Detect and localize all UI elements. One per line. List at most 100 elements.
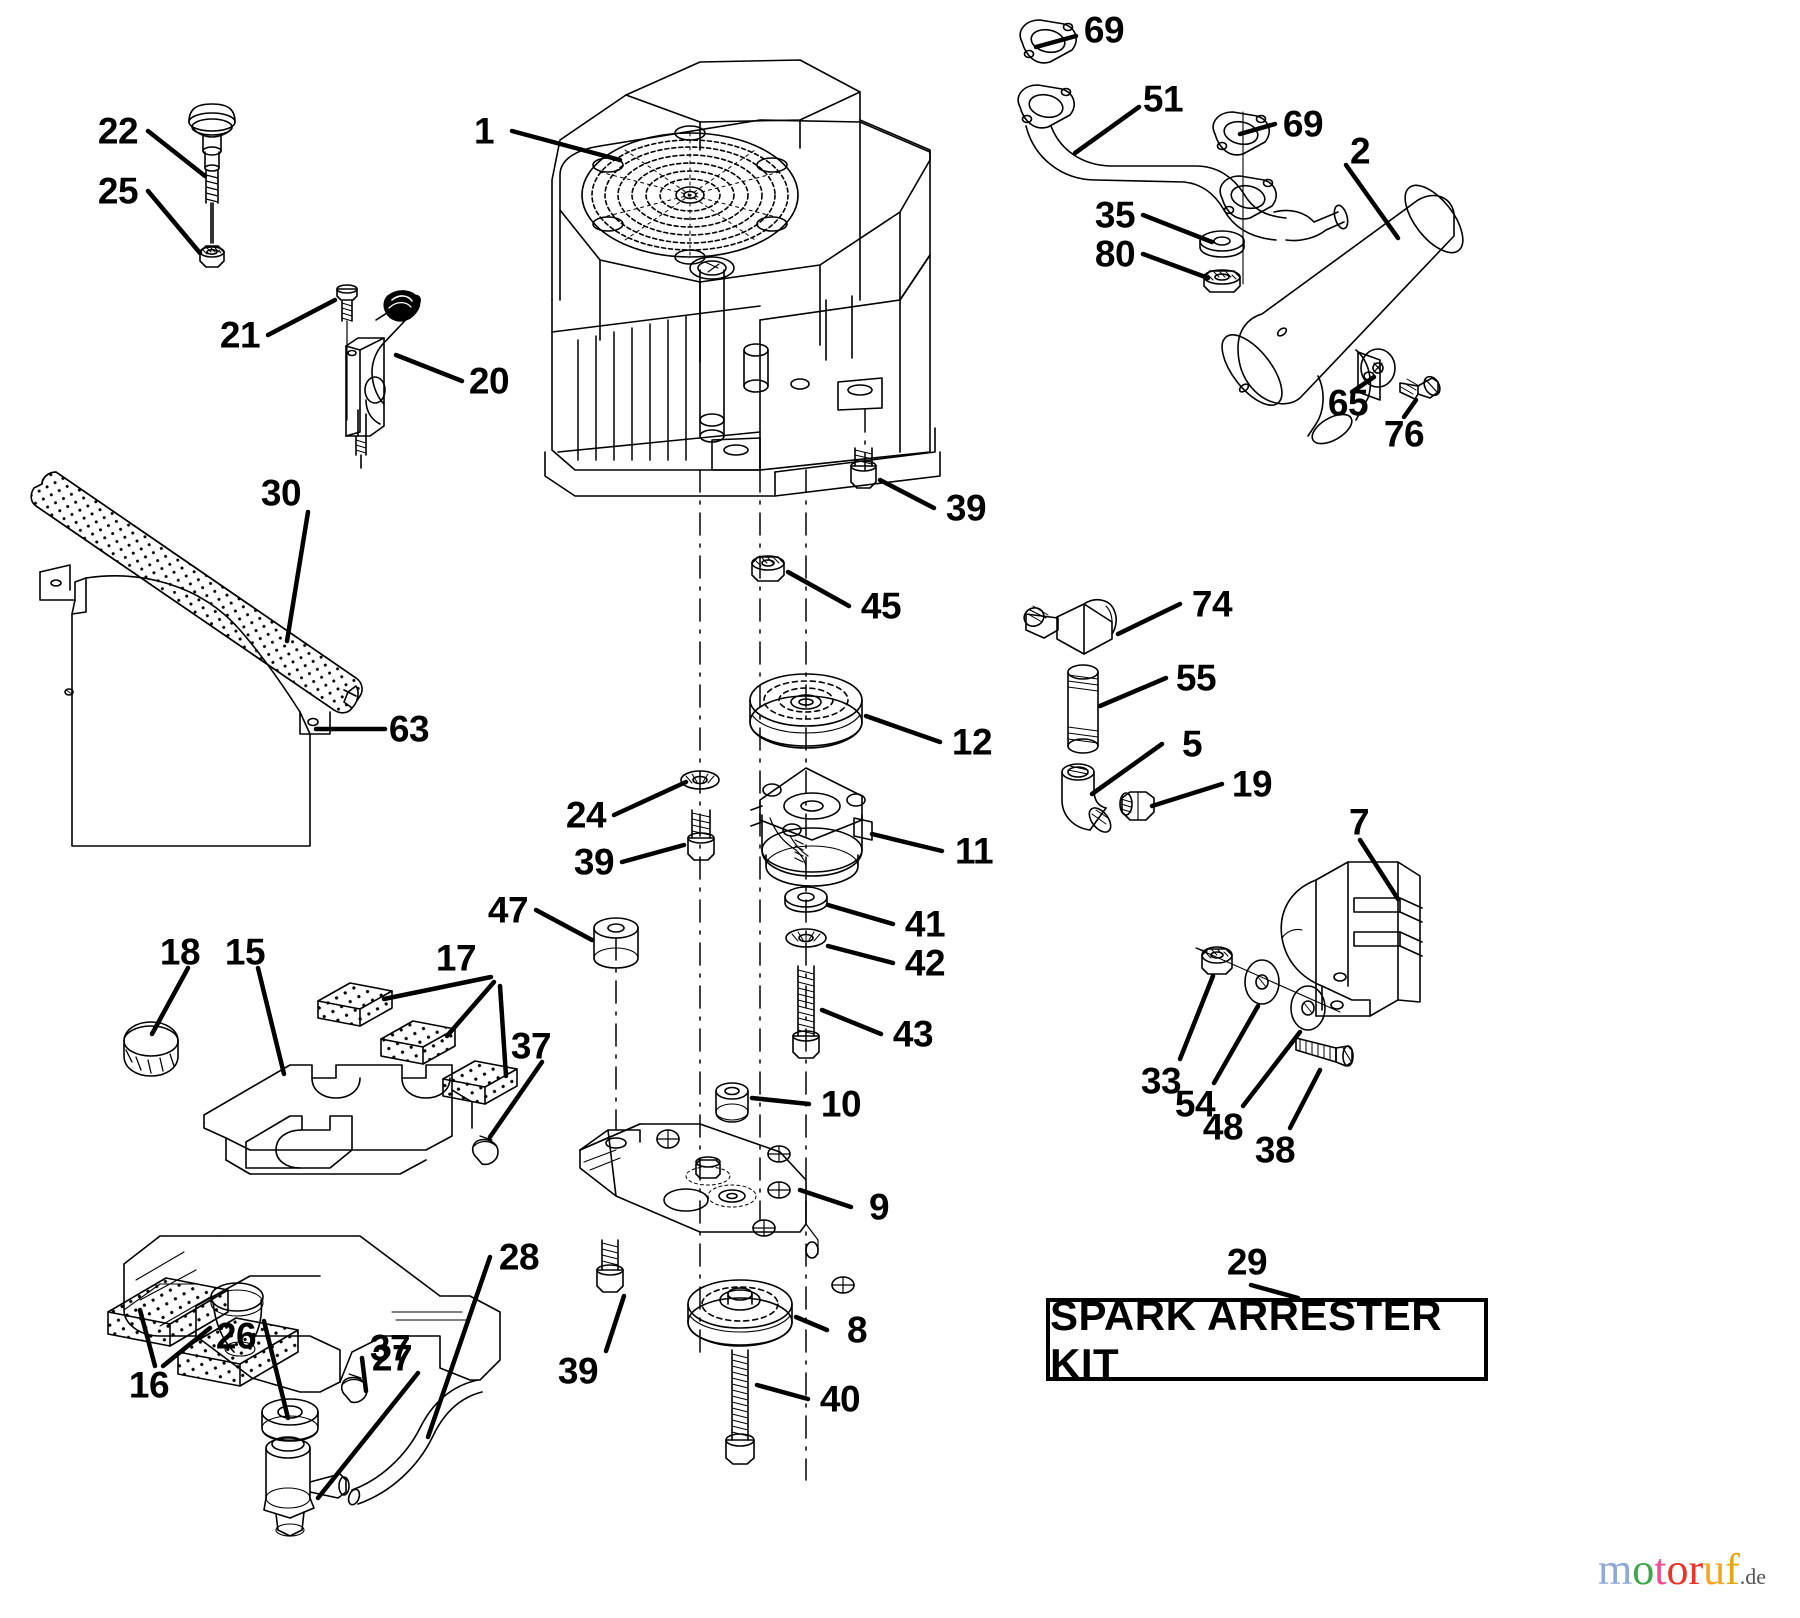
- leader-1: [509, 128, 623, 163]
- callout-33: 33: [1140, 1060, 1182, 1102]
- part-48-washer: [1290, 985, 1326, 1031]
- leader-69b: [1237, 121, 1278, 137]
- callout-38: 38: [1254, 1129, 1296, 1171]
- leader-80: [1140, 251, 1211, 281]
- part-69-gasket-right: [1212, 111, 1270, 156]
- callout-47: 47: [487, 889, 529, 931]
- leader-2: [1343, 162, 1401, 241]
- callout-48: 48: [1202, 1106, 1244, 1148]
- callout-69-right: 69: [1282, 103, 1324, 145]
- part-47-spacer: [593, 917, 639, 969]
- leader-47: [533, 907, 595, 943]
- iso-pad-1: [317, 982, 393, 1027]
- callout-69-upper: 69: [1083, 9, 1125, 51]
- leader-18: [149, 965, 191, 1037]
- leader-48: [1240, 1029, 1303, 1109]
- callout-39-upper: 39: [945, 487, 987, 529]
- screw-head-e: [831, 1276, 855, 1294]
- leader-43: [819, 1007, 884, 1037]
- part-22-choke-knob: [188, 103, 236, 244]
- callout-12: 12: [951, 721, 993, 763]
- part-39-bolt-upper: [850, 447, 877, 489]
- callout-41: 41: [904, 903, 946, 945]
- part-45-lock-nut: [751, 555, 785, 582]
- leader-39b: [619, 842, 687, 865]
- watermark-letter-m: m: [1598, 1545, 1633, 1594]
- leader-19: [1149, 781, 1225, 809]
- leader-35: [1140, 212, 1215, 245]
- leader-28: [425, 1254, 493, 1440]
- fuel-tank-body: [123, 1235, 501, 1393]
- watermark-motoruf: motoruf.de: [1598, 1548, 1766, 1592]
- leader-26: [261, 1318, 291, 1421]
- leader-7: [1357, 837, 1401, 902]
- part-21-screw: [336, 284, 358, 421]
- screw-head-c: [767, 1181, 791, 1199]
- callout-22: 22: [97, 110, 139, 152]
- part-38-screw: [1295, 1037, 1354, 1067]
- part-18-fuel-cap: [123, 1021, 179, 1077]
- leader-39c: [603, 1293, 627, 1354]
- part-39-bolt-middle: [687, 809, 715, 861]
- leader-40: [754, 1382, 811, 1402]
- callout-11: 11: [954, 830, 994, 872]
- leader-24: [611, 779, 689, 818]
- leader-22: [145, 128, 208, 179]
- callout-39-lower: 39: [557, 1350, 599, 1392]
- callout-30: 30: [260, 472, 302, 514]
- watermark-suffix: .de: [1739, 1564, 1767, 1589]
- callout-37-upper: 37: [510, 1025, 552, 1067]
- centerlines: [699, 409, 866, 1481]
- grommet-center: [707, 1184, 757, 1208]
- part-20-throttle-control: [345, 290, 421, 469]
- callout-29: 29: [1226, 1241, 1268, 1283]
- part-43-bolt: [792, 965, 820, 1059]
- iso-pad-3: [442, 1060, 518, 1105]
- part-27-fuel-valve: [263, 1436, 350, 1537]
- part-30-heat-shield-bar: [30, 471, 363, 714]
- callout-21: 21: [219, 314, 261, 356]
- leader-54: [1211, 1003, 1261, 1086]
- callout-74: 74: [1191, 583, 1233, 625]
- leader-15: [255, 965, 287, 1077]
- part-41-washer: [784, 886, 828, 913]
- part-35-washer: [1199, 230, 1245, 258]
- callout-51: 51: [1142, 78, 1184, 120]
- iso-pad-2: [380, 1020, 456, 1065]
- leader-16b: [160, 1325, 213, 1369]
- callout-9: 9: [868, 1186, 890, 1228]
- part-9-mounting-plate: [579, 1123, 855, 1294]
- callout-76: 76: [1383, 413, 1425, 455]
- leader-11: [869, 831, 945, 854]
- part-10-spacer: [715, 1082, 749, 1123]
- callout-7: 7: [1348, 801, 1370, 843]
- watermark-letter-u: u: [1703, 1545, 1726, 1594]
- callout-80: 80: [1094, 233, 1136, 275]
- callout-8: 8: [846, 1309, 868, 1351]
- part-19-plug: [1119, 791, 1155, 821]
- part-55-nipple: [1067, 664, 1099, 754]
- leader-17c: [497, 983, 509, 1079]
- watermark-letter-r: r: [1688, 1545, 1704, 1594]
- part-37-hose-clamp-upper: [471, 1135, 499, 1166]
- leader-37a: [487, 1059, 545, 1140]
- leader-9: [797, 1187, 854, 1210]
- callout-40: 40: [819, 1378, 861, 1420]
- callout-18: 18: [159, 931, 201, 973]
- spark-arrester-kit-label: SPARK ARRESTER KIT: [1050, 1291, 1443, 1387]
- watermark-letter-t: t: [1654, 1545, 1667, 1594]
- part-11-electric-clutch: [750, 767, 873, 887]
- part-76-screw: [1399, 375, 1441, 400]
- callout-5: 5: [1181, 723, 1203, 765]
- part-54-washer: [1244, 959, 1280, 1005]
- part-65-washer: [1360, 348, 1396, 388]
- part-5-elbow: [1061, 763, 1112, 833]
- callout-43: 43: [892, 1013, 934, 1055]
- part-8-lower-pulley: [687, 1279, 793, 1347]
- callout-54: 54: [1174, 1083, 1216, 1125]
- leader-20: [393, 352, 465, 384]
- part-25-lock-nut: [199, 245, 225, 268]
- callout-26: 26: [215, 1315, 257, 1357]
- leader-25: [145, 188, 203, 256]
- leader-30: [284, 509, 311, 644]
